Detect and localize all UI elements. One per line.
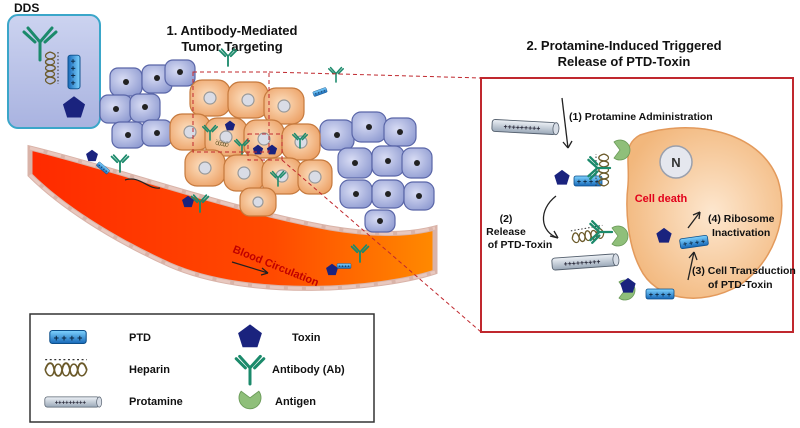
normal-cells xyxy=(99,59,435,233)
legend-heparin-label: Heparin xyxy=(129,364,170,376)
step3-label-1: (3) Cell Transduction xyxy=(692,265,796,277)
tumor-cells xyxy=(169,48,344,217)
step4-label-2: Inactivation xyxy=(712,227,770,239)
step2-label-3: of PTD-Toxin xyxy=(488,239,553,251)
bound-dds-ptd xyxy=(573,175,603,187)
dds-label: DDS xyxy=(14,1,39,15)
dds-antibody-icon xyxy=(22,26,58,62)
legend-protamine-label: Protamine xyxy=(129,396,183,408)
section1-title-line1: 1. Antibody-Mediated xyxy=(167,23,298,38)
nucleus-label: N xyxy=(671,155,680,170)
blood-dds-1 xyxy=(86,149,98,162)
section1-title-line2: Tumor Targeting xyxy=(181,39,282,54)
free-ptd xyxy=(645,288,675,300)
dds-panel: DDS xyxy=(7,1,101,129)
step3-arrow xyxy=(687,251,695,281)
step2-label-1: (2) xyxy=(500,213,513,225)
flow-arrow-upper xyxy=(124,178,161,189)
legend-ptd-label: PTD xyxy=(129,332,151,344)
legend-ptd-icon xyxy=(49,329,87,345)
blood-vessel: Blood Circulation xyxy=(27,144,438,291)
legend-protamine-icon xyxy=(44,396,103,408)
step1-arrow xyxy=(561,97,569,149)
section2-title-line2: Release of PTD-Toxin xyxy=(558,54,691,69)
step4-arrow xyxy=(687,211,701,229)
legend: PTD Heparin Protamine Toxin Antibody (Ab… xyxy=(29,313,375,423)
legend-toxin-label: Toxin xyxy=(292,332,321,344)
flow-arrow xyxy=(231,261,269,274)
step2-label-2: Release xyxy=(486,226,526,238)
step1-label: (1) Protamine Administration xyxy=(569,111,713,123)
step4-label-1: (4) Ribosome xyxy=(708,213,775,225)
step2-arrow xyxy=(542,195,559,239)
step3-label-2: of PTD-Toxin xyxy=(708,279,773,291)
cell-death-label: Cell death xyxy=(635,193,688,205)
legend-antibody-label: Antibody (Ab) xyxy=(272,364,345,376)
legend-antigen-label: Antigen xyxy=(275,396,316,408)
zoom-connector xyxy=(192,71,482,333)
section2-title-line1: 2. Protamine-Induced Triggered xyxy=(526,38,721,53)
nucleus xyxy=(659,145,693,179)
release-panel: N Cell death (1) Protamine Administratio… xyxy=(480,77,796,333)
dds-ptd-icon xyxy=(67,54,81,90)
